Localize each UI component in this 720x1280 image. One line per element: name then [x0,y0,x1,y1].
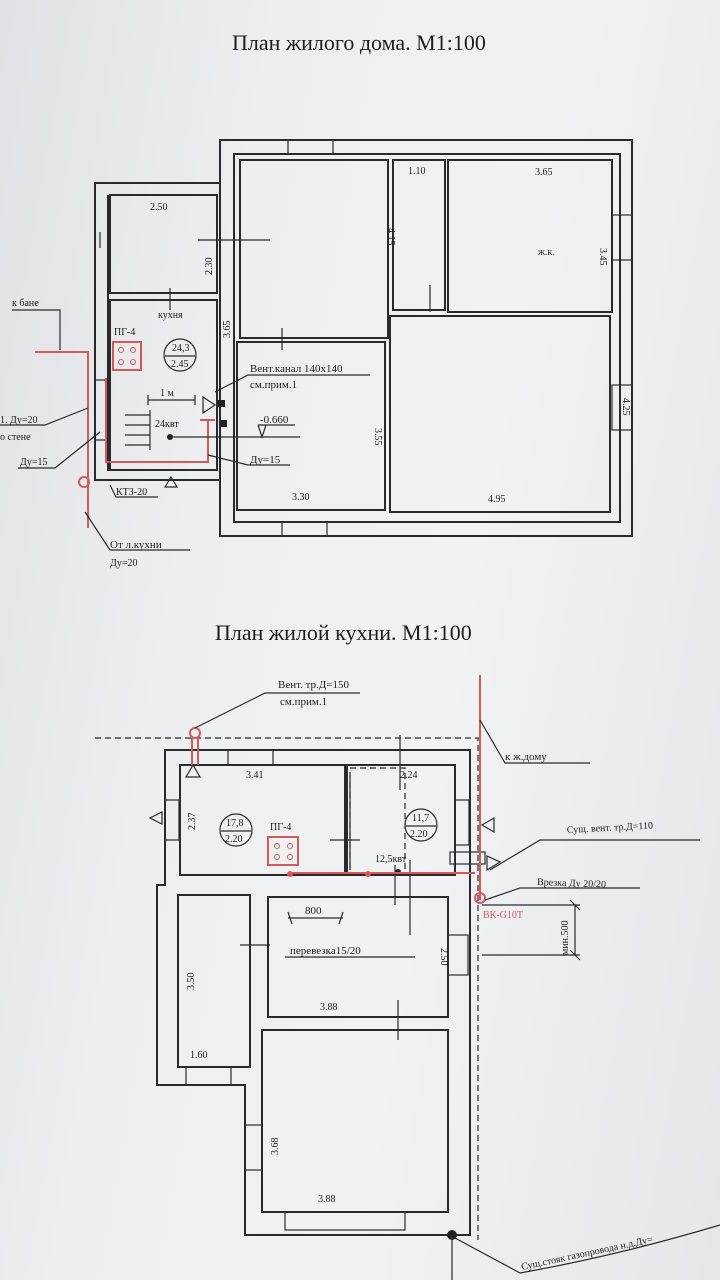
room-label-kitchen: кухня [158,310,183,321]
pipe-label: Ду=15 [20,457,47,468]
boiler-power: 24квт [155,419,179,430]
dim-label: 3.88 [318,1194,336,1205]
kitchen-plan-title: План жилой кухни. М1:100 [215,620,472,645]
room-label-living: ж.к. [537,247,555,258]
existing-vent-label: Сущ. вент. тр.Д=110 [567,820,654,836]
dim-label: 1.60 [190,1050,208,1061]
dim-label: 2.37 [187,813,198,831]
dim-label: 2.50 [438,948,449,966]
dim-label: 4.95 [488,494,506,505]
dim-label: 3.30 [292,492,310,503]
dim-label: 3.88 [320,1002,338,1013]
to-bath-label: к бане [12,298,39,309]
pipe-label: Ду=15 [250,454,281,466]
vent-note: см.прим.1 [280,696,327,708]
gas-meter-label: ВК-G10T [483,910,523,921]
boiler-power: 12,5квт [375,854,407,865]
dim-label: 4.25 [620,398,631,416]
area-value: 24,3 [172,343,190,354]
vent-note: см.прим.1 [250,379,297,391]
dim-label: 3.65 [222,321,233,339]
dim-label: 2.30 [204,258,215,276]
level-mark: -0.660 [260,414,289,426]
dim-label: 3.65 [535,167,553,178]
area-circle [163,338,197,372]
dim-label: 3.45 [597,248,608,266]
dim-label: 800 [305,905,322,917]
stove-label: ПГ-4 [114,327,135,338]
dim-label: 3.68 [270,1138,281,1156]
house-plan-title: План жилого дома. М1:100 [232,30,486,55]
dim-label: 4.15 [385,228,396,246]
vent-pipe-label: Вент. тр.Д=150 [278,679,349,691]
tie-in-label: Врезка Ду 20/20 [537,877,606,890]
dim-label: мин.500 [560,920,571,955]
kitchen-walls [95,735,502,1280]
house-rooms [99,159,613,513]
dim-label: 3.55 [372,428,383,446]
from-kitchen-label: От л.кухни [110,539,162,551]
dim-label: 1.10 [408,166,426,177]
dim-label: 1 м [160,388,175,399]
vent-channel-label: Вент.канал 140х140 [250,363,343,375]
height-value: 2.20 [410,829,428,840]
pipe-note: о стене [0,432,31,443]
stove-label: ПГ-4 [270,822,291,833]
house-plan: План жилого дома. М1:100 [0,30,633,569]
to-house-label: к ж.дому [505,751,547,763]
pipe-label: Ду=20 [110,558,137,569]
existing-riser-label: Сущ.стояк газопровода н.д.Ду= [520,1234,654,1273]
rerouting-label: перевезка15/20 [290,945,361,957]
dim-label: 3.41 [246,770,264,781]
kitchen-plan: План жилой кухни. М1:100 [95,620,720,1280]
dim-label: 2.24 [400,770,418,781]
dim-label: 3.50 [186,973,197,991]
kitchen-gas-pipes [189,675,486,904]
pipe-label: 1. Ду=20 [0,415,37,426]
dim-label: 2.50 [150,202,168,213]
height-value: 2.20 [225,834,243,845]
area-value: 11,7 [412,813,429,824]
valve-label: КТЗ-20 [116,487,147,498]
house-gas-pipes [35,341,215,528]
height-value: 2.45 [171,359,189,370]
area-value: 17,8 [226,818,244,829]
